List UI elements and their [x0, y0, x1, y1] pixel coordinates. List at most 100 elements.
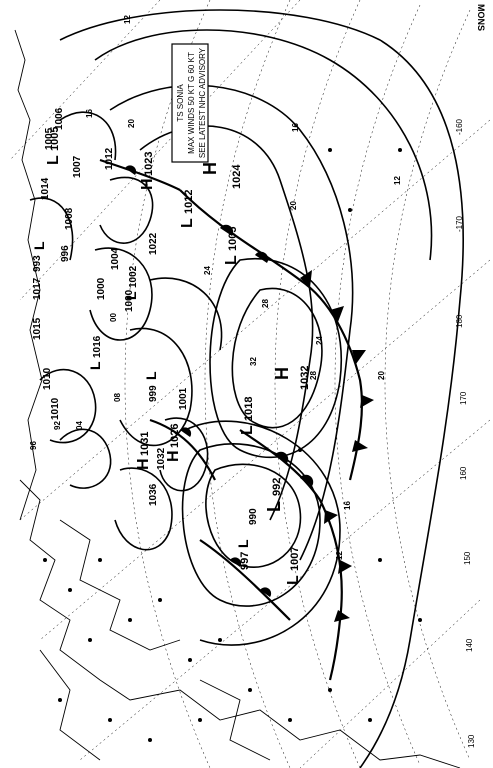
svg-text:140: 140 [465, 638, 474, 652]
svg-text:04: 04 [75, 421, 84, 430]
svg-text:180: 180 [455, 314, 464, 328]
advisory-line-3: SEE LATEST NHC ADVISORY [198, 47, 207, 158]
fronts [99, 158, 364, 681]
svg-text:1032: 1032 [156, 447, 167, 470]
pressure-center-low: L 992 [264, 478, 284, 512]
svg-text:1031: 1031 [139, 432, 151, 456]
svg-text:1005: 1005 [227, 227, 239, 251]
svg-text:1006: 1006 [54, 107, 65, 130]
station-values: 1012 1005 1008 1007 1006 1010 1015 996 1… [32, 107, 259, 525]
station-markers [43, 148, 422, 742]
svg-text:H: H [135, 458, 152, 470]
svg-text:-160: -160 [455, 118, 464, 135]
svg-text:1016: 1016 [92, 335, 103, 358]
svg-text:H: H [165, 450, 182, 462]
svg-text:12: 12 [393, 176, 402, 185]
svg-text:997: 997 [239, 552, 251, 570]
corner-label: MONS [476, 4, 486, 31]
coastline [14, 29, 461, 768]
svg-text:16: 16 [85, 109, 94, 118]
svg-text:L: L [87, 361, 103, 370]
svg-text:999: 999 [148, 385, 159, 402]
svg-text:1005: 1005 [49, 127, 61, 151]
svg-text:1023: 1023 [143, 152, 155, 176]
svg-text:1017: 1017 [32, 277, 43, 300]
pressure-center-low: L 1012 [179, 190, 196, 228]
pressure-center-low: L 1005 [223, 227, 240, 265]
svg-text:H: H [272, 367, 292, 380]
pressure-center-high: H 1026 [165, 424, 182, 462]
svg-text:L: L [143, 371, 159, 380]
svg-text:L: L [31, 241, 47, 250]
svg-text:160: 160 [459, 466, 468, 480]
svg-text:1000: 1000 [96, 277, 107, 300]
svg-text:1010: 1010 [50, 397, 61, 420]
svg-text:L: L [123, 291, 139, 300]
advisory-line-1: TS SONIA [176, 84, 185, 122]
svg-text:L: L [264, 501, 284, 512]
svg-text:1018: 1018 [243, 397, 255, 421]
svg-text:1022: 1022 [148, 232, 159, 255]
svg-text:1004: 1004 [110, 247, 121, 270]
svg-text:20: 20 [127, 119, 136, 128]
svg-text:12: 12 [335, 551, 344, 560]
svg-text:150: 150 [463, 551, 472, 565]
svg-text:993: 993 [32, 255, 43, 272]
svg-text:170: 170 [459, 391, 468, 405]
svg-text:16: 16 [343, 501, 352, 510]
advisory-line-2: MAX WINDS 50 KT G 60 KT [187, 52, 196, 154]
svg-text:1012: 1012 [104, 147, 115, 170]
svg-text:20: 20 [289, 201, 298, 210]
svg-text:96: 96 [29, 441, 38, 450]
svg-text:1036: 1036 [148, 483, 159, 506]
svg-text:L: L [45, 155, 62, 165]
svg-text:H: H [200, 162, 220, 175]
svg-text:1032: 1032 [299, 366, 311, 390]
pressure-center-low: L 993 [31, 241, 47, 272]
pressure-center-low: L 1002 [123, 265, 139, 300]
svg-text:1007: 1007 [72, 155, 83, 178]
pressure-center-high: H 1032 [272, 366, 311, 390]
graticule [9, 0, 491, 768]
svg-text:1014: 1014 [40, 177, 51, 200]
svg-text:996: 996 [60, 245, 71, 262]
svg-text:16: 16 [291, 123, 300, 132]
pressure-center-low: L 997 [235, 539, 251, 570]
svg-text:1008: 1008 [64, 207, 75, 230]
svg-text:92: 92 [53, 421, 62, 430]
svg-text:1024: 1024 [231, 164, 243, 189]
svg-text:-170: -170 [455, 215, 464, 232]
pressure-center-low: L 1005 [45, 127, 62, 165]
svg-text:24: 24 [315, 336, 324, 345]
front-symbols [125, 165, 374, 622]
svg-text:L: L [285, 575, 302, 585]
svg-text:12: 12 [123, 15, 132, 24]
pressure-center-low: L 1018 [239, 397, 256, 435]
svg-text:1015: 1015 [32, 317, 43, 340]
longitude-labels: -160 -170 180 170 160 150 140 130 [455, 118, 476, 748]
svg-text:1002: 1002 [128, 265, 139, 288]
pressure-center-low: L 1016 [87, 335, 103, 370]
svg-text:08: 08 [113, 393, 122, 402]
svg-text:L: L [179, 218, 196, 228]
svg-text:992: 992 [271, 478, 283, 496]
svg-text:32: 32 [249, 357, 258, 366]
svg-text:L: L [235, 539, 251, 548]
pressure-center-high: H 1031 [135, 432, 152, 470]
svg-text:20: 20 [377, 371, 386, 380]
svg-text:H: H [139, 178, 156, 190]
svg-text:00: 00 [109, 313, 118, 322]
pressure-centers: L 1005 H 1024 H 1023 L 1012 L 1005 H 103… [31, 127, 311, 585]
svg-text:28: 28 [261, 299, 270, 308]
svg-text:1010: 1010 [42, 367, 53, 390]
pressure-center-high: H 1024 [200, 162, 243, 189]
pressure-center-high: H 1023 [139, 152, 156, 190]
pressure-center-low: L 1007 [285, 547, 302, 585]
isobars [29, 9, 464, 768]
advisory-box: TS SONIA MAX WINDS 50 KT G 60 KT SEE LAT… [171, 43, 209, 163]
svg-text:990: 990 [248, 508, 259, 525]
svg-text:1001: 1001 [178, 387, 189, 410]
svg-text:1007: 1007 [289, 547, 301, 571]
svg-text:28: 28 [309, 371, 318, 380]
svg-text:1000: 1000 [124, 289, 135, 312]
